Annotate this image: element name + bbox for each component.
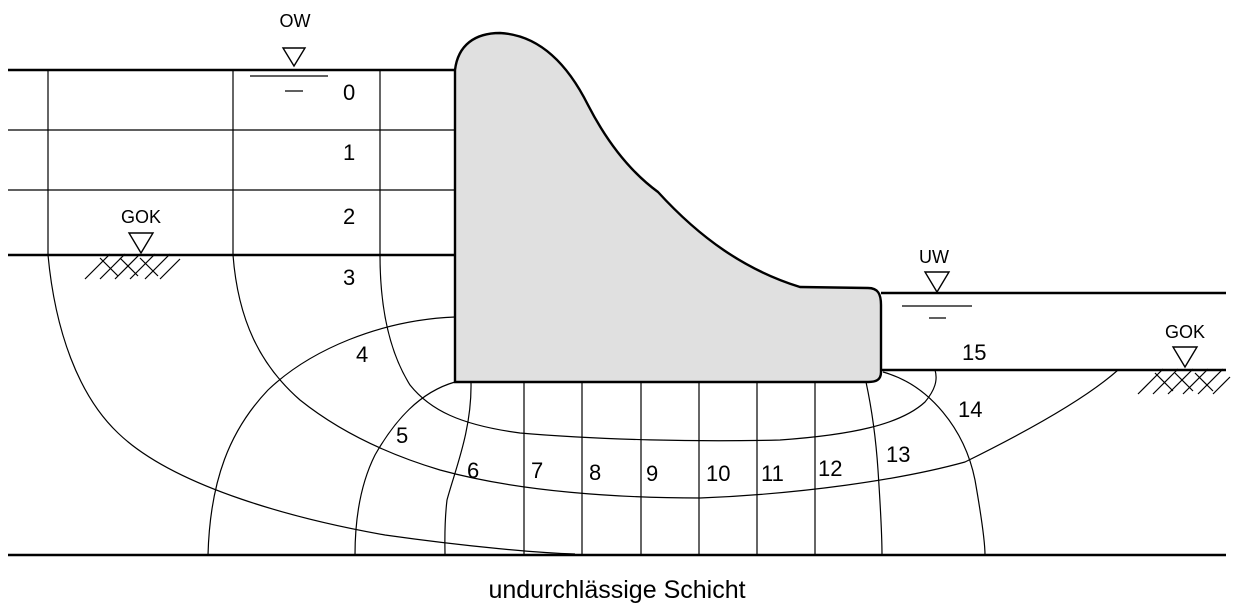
potential-number-6: 6 — [467, 458, 479, 483]
potential-line-numbers: 0 1 2 3 4 5 6 7 8 9 10 11 12 13 14 15 — [343, 80, 986, 486]
potential-number-4: 4 — [356, 342, 368, 367]
flow-lines — [47, 254, 1119, 555]
potential-number-12: 12 — [818, 456, 842, 481]
potential-number-15: 15 — [962, 340, 986, 365]
potential-number-7: 7 — [531, 458, 543, 483]
ground-level-symbol-left — [127, 232, 155, 255]
potential-number-14: 14 — [958, 397, 982, 422]
potential-number-3: 3 — [343, 265, 355, 290]
ground-hatching-left — [84, 253, 181, 280]
potential-number-5: 5 — [396, 423, 408, 448]
ground-hatching-right — [1137, 368, 1231, 395]
dam-body — [453, 31, 883, 384]
potential-number-2: 2 — [343, 204, 355, 229]
potential-number-13: 13 — [886, 442, 910, 467]
ground-level-symbol-right — [1171, 346, 1199, 369]
tailwater-level-symbol — [902, 271, 972, 319]
potential-number-11: 11 — [761, 461, 784, 486]
tailwater-label: UW — [919, 247, 949, 267]
potential-number-10: 10 — [706, 461, 730, 486]
potential-number-9: 9 — [646, 461, 658, 486]
downstream-water-layers — [881, 291, 1226, 372]
ground-level-left-label: GOK — [121, 207, 161, 227]
ground-level-right-label: GOK — [1165, 322, 1205, 342]
potential-number-8: 8 — [589, 460, 601, 485]
potential-number-1: 1 — [343, 140, 355, 165]
equipotential-lines — [207, 316, 986, 556]
potential-number-0: 0 — [343, 80, 355, 105]
impervious-layer-caption: undurchlässige Schicht — [488, 576, 745, 604]
headwater-level-symbol — [250, 47, 328, 92]
upstream-water-layers — [8, 68, 455, 257]
headwater-label: OW — [280, 11, 311, 31]
